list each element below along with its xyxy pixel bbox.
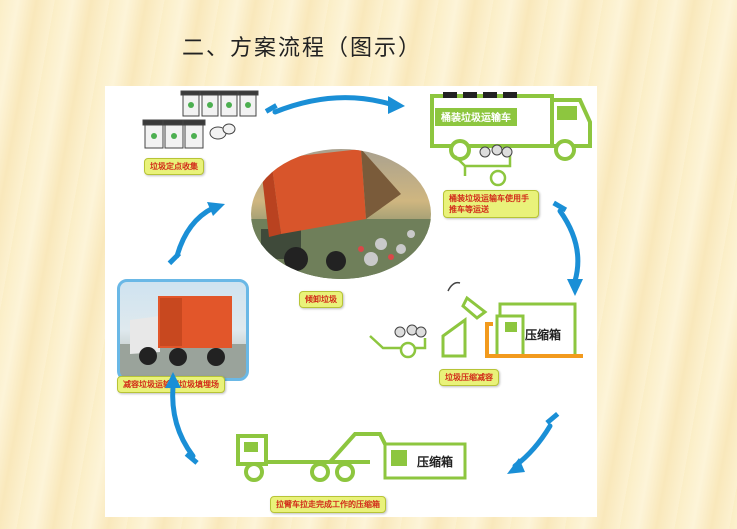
- arrow-collect-to-transport: [272, 95, 393, 115]
- label-haul: 拉臂车拉走完成工作的压缩箱: [270, 496, 386, 513]
- label-compress: 垃圾压缩减容: [439, 369, 499, 386]
- label-collect: 垃圾定点收集: [144, 158, 204, 175]
- label-dump: 倾卸垃圾: [299, 291, 343, 308]
- hook-lift-truck: 压缩箱: [236, 432, 467, 482]
- arrow-haul-to-landfill: [170, 383, 196, 459]
- garbage-bins-illustration: [142, 90, 259, 149]
- hand-cart: [454, 144, 513, 187]
- dumping-photo: [251, 149, 431, 279]
- flow-arrows: [165, 95, 583, 474]
- label-transport: 桶装垃圾运输车使用手推车等运送: [443, 190, 539, 218]
- bin-transport-truck: 桶装垃圾运输车: [430, 92, 592, 161]
- compression-station: 压缩箱: [369, 281, 583, 359]
- compressor-sign-bottom: 压缩箱: [417, 454, 453, 469]
- slide-title: 二、方案流程（图示）: [182, 36, 423, 61]
- arrow-compress-to-haul: [512, 423, 553, 469]
- compressor-sign: 压缩箱: [525, 327, 561, 342]
- arrow-landfill-to-dump: [174, 205, 216, 259]
- arrow-transport-to-compress: [557, 208, 581, 284]
- flow-diagram-panel: 倾卸垃圾 减容垃圾运输到垃圾填埋场: [105, 86, 597, 517]
- compactor-truck-photo: [117, 279, 249, 381]
- truck-sign: 桶装垃圾运输车: [440, 111, 511, 124]
